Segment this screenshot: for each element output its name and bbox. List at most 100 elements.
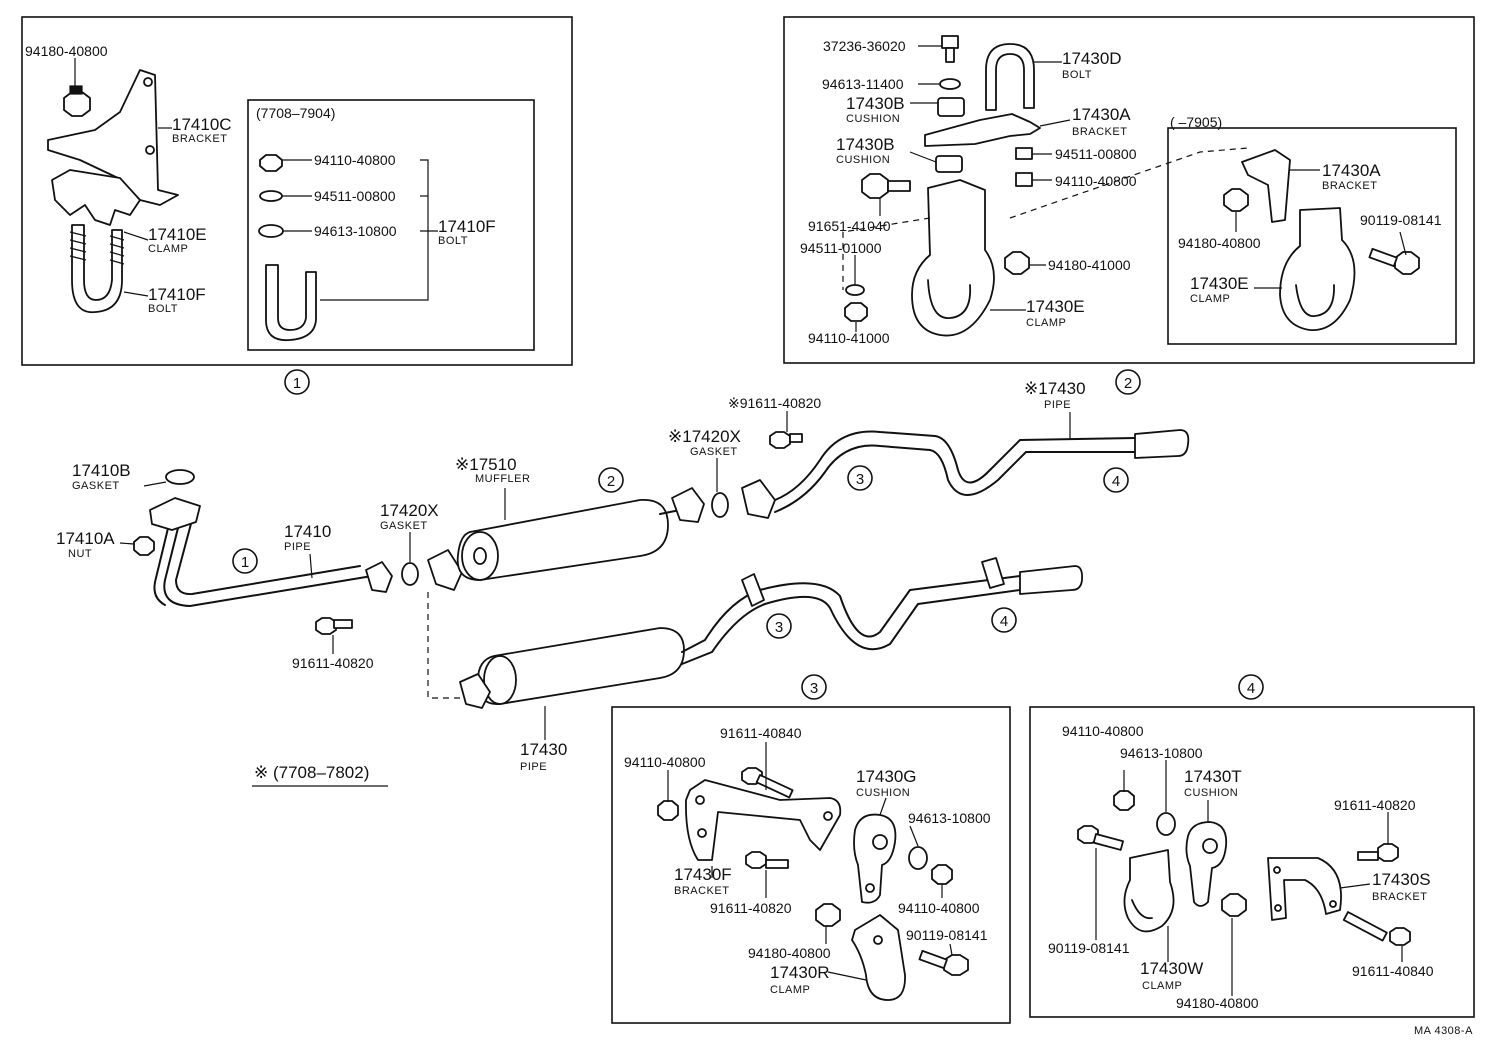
- section-marker: [284, 369, 310, 395]
- u-bolt-icon: [71, 224, 123, 314]
- main-assembly: 17410B GASKET 17410A NUT 17410 PIPE 9161…: [56, 379, 1190, 787]
- hanger-clamp-icon: [981, 557, 1005, 589]
- gasket-icon: [165, 469, 195, 485]
- muffler-icon: [477, 627, 685, 705]
- part-name: BRACKET: [1072, 126, 1127, 138]
- washer-icon: [939, 78, 961, 90]
- clamp-hole-icon: [873, 935, 883, 945]
- section-marker: [766, 613, 792, 639]
- part-number: 90119-08141: [906, 927, 988, 943]
- section-marker: [1115, 369, 1141, 395]
- bolt-head-icon: [941, 35, 959, 49]
- part-number: 17430B: [836, 135, 895, 154]
- part-number: 17410E: [148, 225, 207, 244]
- part-number: 17410A: [56, 529, 115, 548]
- bolt-shank-icon: [945, 47, 955, 63]
- part-number: 17430E: [1026, 297, 1085, 316]
- section-marker-label: 4: [1112, 473, 1120, 490]
- part-name: GASKET: [690, 446, 738, 458]
- pipe-flange-icon: [741, 479, 776, 519]
- panel-1-subframe: [247, 99, 535, 351]
- tail-pipe-lower-edge: [681, 589, 1021, 665]
- part-name: MUFFLER: [475, 473, 530, 485]
- part-number: 17430S: [1372, 870, 1431, 889]
- pipe-flange-icon: [365, 561, 393, 593]
- part-number: ※17430: [1024, 379, 1086, 398]
- bolt-shank-icon: [1368, 247, 1398, 268]
- gasket-icon: [401, 562, 419, 586]
- bolt-shank-icon: [1342, 911, 1388, 942]
- part-number: 94180-40800: [25, 43, 108, 59]
- part-number: 17430A: [1322, 161, 1381, 180]
- bracket-icon: [47, 69, 179, 206]
- section-marker: [991, 607, 1017, 633]
- nut-icon: [1113, 790, 1135, 811]
- part-name: BOLT: [148, 303, 178, 315]
- section-marker: [1238, 674, 1264, 700]
- panel-3: 3: [611, 674, 1011, 1024]
- part-name: CLAMP: [148, 243, 188, 255]
- clamp-saddle-icon: [51, 169, 141, 226]
- muffler-outlet-icon: [473, 547, 487, 565]
- part-name: CUSHION: [1184, 787, 1238, 799]
- tail-pipe-upper: [774, 430, 1136, 501]
- bolt-shank-icon: [333, 619, 353, 629]
- part-number: 94180-41000: [1048, 257, 1131, 273]
- cushion-icon: [935, 155, 963, 173]
- bracket-hole-icon: [145, 145, 155, 155]
- part-name: NUT: [68, 548, 92, 560]
- panel-2-frame: [783, 16, 1475, 364]
- bracket-hole-icon: [1329, 900, 1337, 908]
- part-name: GASKET: [380, 520, 428, 532]
- part-number: ※91611-40820: [728, 395, 821, 411]
- part-number: 17430A: [1072, 105, 1131, 124]
- flat-washer-icon: [258, 224, 284, 238]
- part-number: 94110-40800: [1055, 173, 1137, 189]
- cushion-icon: [937, 97, 965, 117]
- part-number: 94613-10800: [908, 810, 991, 826]
- part-number: 94180-40800: [1178, 235, 1261, 251]
- nut-icon: [657, 800, 679, 821]
- part-number: 37236-36020: [823, 38, 906, 54]
- nut-icon: [931, 864, 953, 885]
- bracket-hole-icon: [695, 795, 705, 805]
- part-number: 17430G: [856, 767, 917, 786]
- part-number: 17430E: [1190, 274, 1249, 293]
- panel-4-frame: [1029, 706, 1475, 1018]
- front-flange-icon: [149, 497, 201, 531]
- section-marker: [598, 467, 624, 493]
- clamp-icon: [1123, 849, 1175, 933]
- part-number: 94180-40800: [748, 945, 831, 961]
- front-pipe-edge: [153, 519, 171, 606]
- u-bolt-icon: [265, 264, 317, 342]
- part-number: 91611-40820: [710, 900, 792, 916]
- flange-nut-icon: [63, 91, 91, 117]
- part-number: 91651-41040: [808, 218, 891, 234]
- section-marker: [847, 465, 873, 491]
- section-marker-label: 4: [1247, 680, 1255, 697]
- front-pipe-edge: [175, 519, 361, 596]
- part-number: 17430D: [1062, 49, 1122, 68]
- part-number: 94180-40800: [1176, 995, 1259, 1011]
- part-name: PIPE: [1044, 399, 1071, 411]
- section-marker: [801, 674, 827, 700]
- bracket-icon: [1267, 857, 1342, 921]
- part-number: 17410F: [438, 217, 496, 236]
- part-number: 90119-08141: [1360, 212, 1442, 228]
- bracket-hole-icon: [143, 77, 153, 87]
- part-number: ※17510: [455, 455, 517, 474]
- part-number: 94613-11400: [822, 76, 904, 92]
- figure-code: MA 4308-A: [1414, 1025, 1473, 1037]
- part-number: 94511-00800: [1055, 146, 1137, 162]
- hanger-clamp-icon: [741, 573, 765, 607]
- bracket-hole-icon: [1274, 904, 1282, 912]
- part-number: 91611-40820: [1334, 797, 1416, 813]
- bolt-shank-icon: [1357, 851, 1379, 861]
- bolt-head-icon: [861, 173, 889, 199]
- nut-icon: [133, 536, 155, 556]
- cushion-icon: [1185, 821, 1228, 907]
- part-name: CLAMP: [1026, 317, 1066, 329]
- tail-pipe-tip-icon: [1134, 429, 1190, 459]
- part-name: GASKET: [72, 480, 120, 492]
- part-number: 17430B: [846, 94, 905, 113]
